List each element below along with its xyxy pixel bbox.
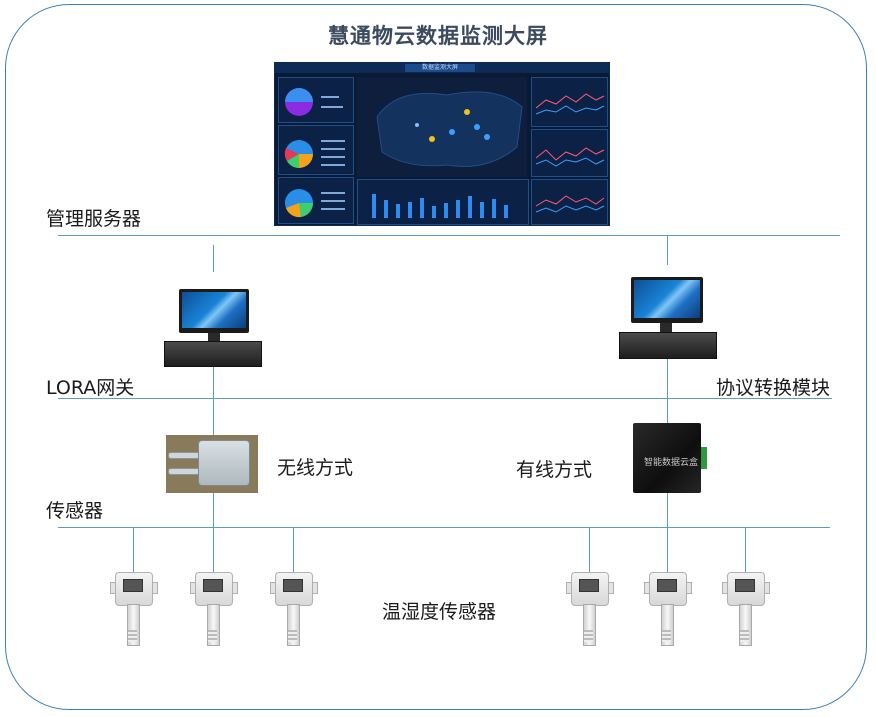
dashboard-panel bbox=[278, 125, 354, 175]
server-rack bbox=[164, 341, 262, 367]
converter-terminal bbox=[701, 447, 707, 469]
dashboard-screenshot: 数据监测大屏 bbox=[274, 62, 610, 226]
monitor-stand bbox=[660, 323, 672, 332]
monitor-stand bbox=[208, 333, 220, 341]
label-wired-mode: 有线方式 bbox=[516, 459, 593, 481]
dashboard-title: 数据监测大屏 bbox=[405, 64, 475, 72]
connector bbox=[133, 527, 134, 573]
connector bbox=[667, 358, 668, 424]
monitor-screen bbox=[182, 292, 246, 328]
dashboard-line-panel bbox=[531, 179, 608, 225]
temp-humidity-sensor bbox=[270, 572, 318, 662]
line-chart-3 bbox=[535, 195, 605, 213]
bus-line-sensor bbox=[58, 527, 830, 528]
label-wireless-mode: 无线方式 bbox=[277, 457, 354, 479]
line-chart-2 bbox=[535, 147, 605, 167]
monitor-screen bbox=[634, 280, 700, 318]
connector bbox=[745, 527, 746, 573]
connector bbox=[293, 527, 294, 573]
lora-gateway-device bbox=[198, 440, 250, 486]
label-protocol-module: 协议转换模块 bbox=[716, 377, 831, 399]
connector bbox=[667, 493, 668, 573]
label-temp-humidity-sensor: 温湿度传感器 bbox=[382, 601, 497, 623]
temp-humidity-sensor bbox=[110, 572, 158, 662]
connector bbox=[213, 365, 214, 435]
label-management-server: 管理服务器 bbox=[46, 208, 142, 230]
label-lora-gateway: LORA网关 bbox=[46, 377, 135, 399]
diagram-title: 慧通物云数据监测大屏 bbox=[328, 24, 548, 48]
map-graphic bbox=[376, 91, 523, 168]
server-rack bbox=[619, 332, 717, 359]
converter-label: 智能数据云盒 bbox=[644, 458, 699, 468]
connector bbox=[213, 245, 214, 272]
connector bbox=[213, 493, 214, 573]
label-sensor: 传感器 bbox=[46, 500, 104, 522]
pie-chart-2 bbox=[284, 140, 345, 168]
dashboard-line-panel bbox=[531, 129, 608, 177]
connector bbox=[589, 527, 590, 573]
dashboard-line-panel bbox=[531, 77, 608, 127]
gateway-antenna bbox=[168, 468, 202, 475]
dashboard-map bbox=[357, 77, 527, 177]
rounded-frame bbox=[5, 4, 867, 710]
protocol-converter-device bbox=[633, 423, 701, 493]
temp-humidity-sensor bbox=[190, 572, 238, 662]
line-chart-1 bbox=[535, 93, 605, 115]
connector bbox=[667, 235, 668, 265]
temp-humidity-sensor bbox=[644, 572, 692, 662]
pie-chart-3 bbox=[285, 189, 345, 218]
pie-chart-1 bbox=[285, 88, 343, 116]
bus-line-gateway bbox=[58, 398, 832, 399]
bus-line-server bbox=[58, 235, 840, 236]
temp-humidity-sensor bbox=[722, 572, 770, 662]
bar-chart bbox=[372, 194, 508, 218]
gateway-antenna bbox=[168, 452, 202, 459]
dashboard-bar-panel bbox=[357, 179, 529, 225]
dashboard-panel bbox=[278, 77, 354, 123]
dashboard-panel bbox=[278, 177, 354, 224]
temp-humidity-sensor bbox=[566, 572, 614, 662]
